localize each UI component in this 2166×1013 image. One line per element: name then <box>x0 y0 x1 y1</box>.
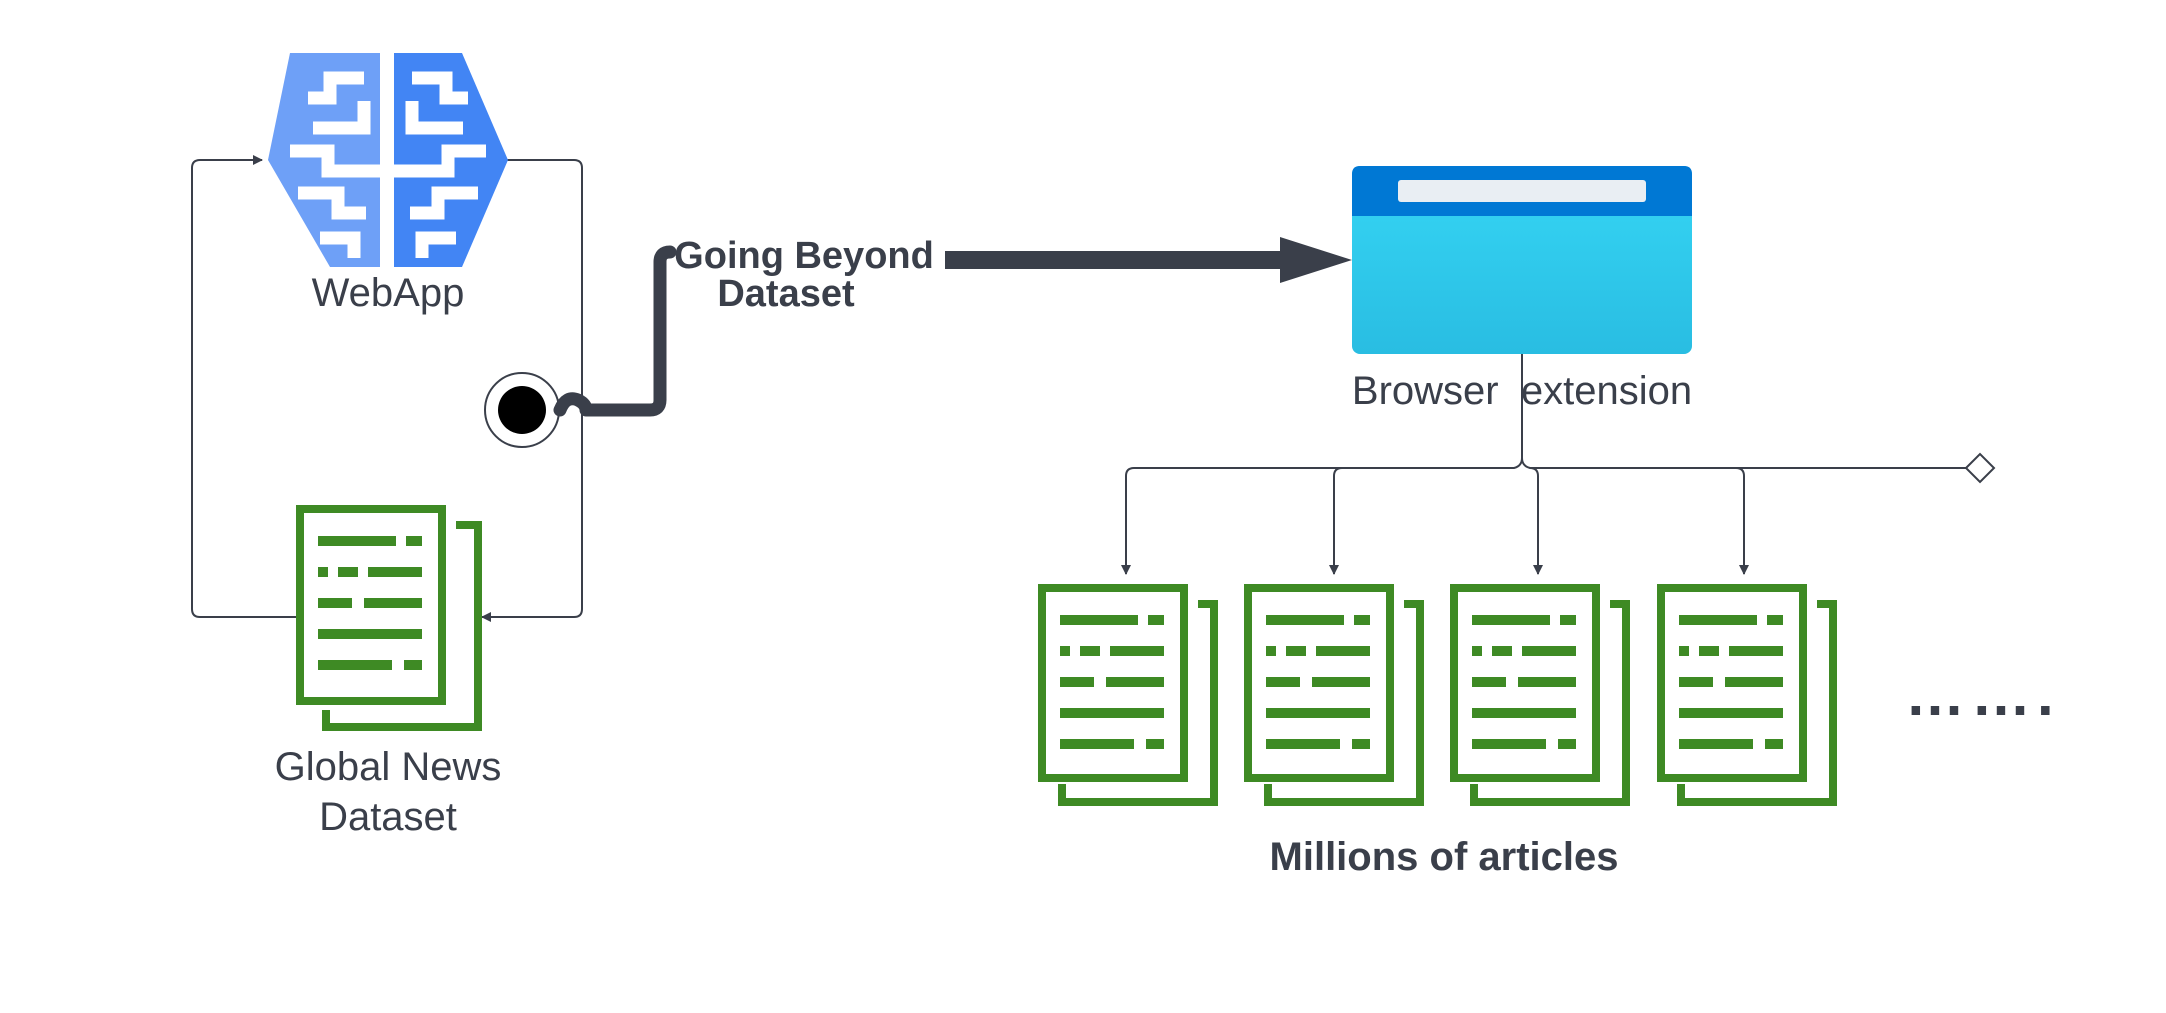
feedback-loop-connector <box>191 155 583 622</box>
article-document-icon-2 <box>1244 584 1424 806</box>
going-beyond-label-line1: Going Beyond <box>674 235 934 277</box>
fanout-connector <box>1121 354 1996 575</box>
articles-group <box>1038 584 1837 806</box>
browser-window-icon <box>1352 166 1692 354</box>
dataset-label-line2: Dataset <box>319 795 457 839</box>
article-document-icon-4 <box>1657 584 1837 806</box>
junction-node <box>484 372 560 448</box>
article-document-icon-3 <box>1450 584 1630 806</box>
brain-ai-icon <box>268 53 508 267</box>
webapp-label: WebApp <box>312 271 465 315</box>
dataset-label-line1: Global News <box>275 745 502 789</box>
going-beyond-connector <box>553 237 1352 417</box>
articles-label: Millions of articles <box>1270 835 1619 879</box>
ellipsis-more: ……. <box>1905 661 2060 728</box>
stacked-documents-icon <box>296 505 482 731</box>
article-document-icon-1 <box>1038 584 1218 806</box>
going-beyond-label-line2: Dataset <box>717 273 855 315</box>
